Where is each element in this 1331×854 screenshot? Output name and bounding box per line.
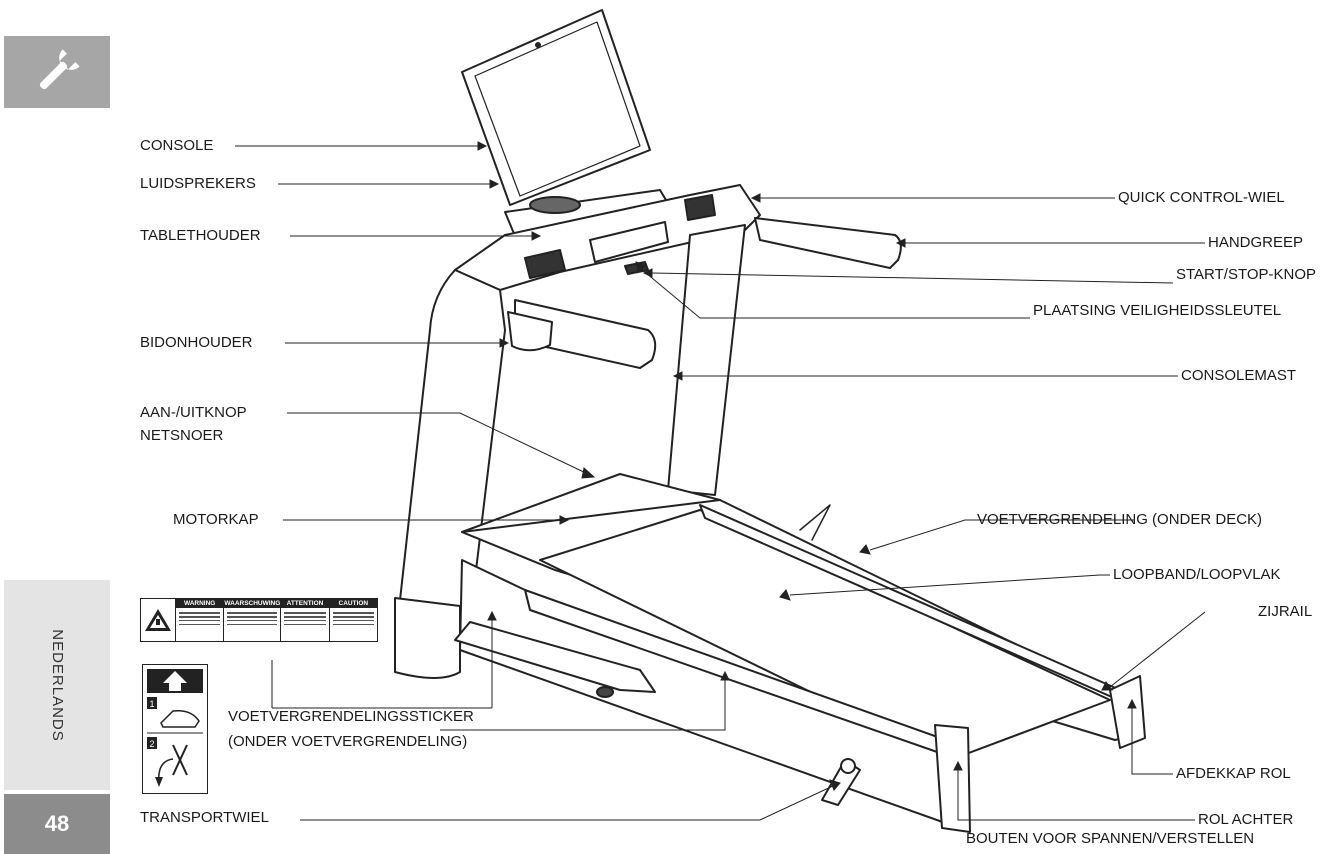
label-consolemast: CONSOLEMAST <box>1181 367 1297 384</box>
base <box>454 621 656 693</box>
language-tab: NEDERLANDS <box>4 580 110 790</box>
wrench-icon <box>39 49 80 90</box>
warning-header: WARNING <box>176 599 224 608</box>
console-screen <box>461 9 651 206</box>
warning-triangle-icon <box>145 609 171 631</box>
label-quick-control-wiel: QUICK CONTROL-WIEL <box>1118 189 1285 206</box>
warning-header: ATTENTION <box>281 599 329 608</box>
label-aan-uitknop: AAN-/UITKNOP <box>140 404 247 421</box>
label-voetvergrendeling-onder-deck: VOETVERGRENDELING (ONDER DECK) <box>977 511 1263 528</box>
warning-sticker: WARNING WAARSCHUWING ATTENTION CAUTION <box>140 598 378 642</box>
label-netsnoer: NETSNOER <box>140 427 224 444</box>
label-voetvergrendelingssticker: VOETVERGRENDELINGSSTICKER <box>228 708 474 725</box>
end-cap-right <box>1109 675 1146 749</box>
label-onder-voetvergrendeling: (ONDER VOETVERGRENDELING) <box>228 733 468 750</box>
svg-text:1: 1 <box>149 699 154 709</box>
label-motorkap: MOTORKAP <box>173 511 259 528</box>
page-number: 48 <box>44 811 70 836</box>
label-console: CONSOLE <box>140 137 214 154</box>
label-bouten-voor-spannen: BOUTEN VOOR SPANNEN/VERSTELLEN <box>966 830 1255 847</box>
handlebar-right <box>754 217 902 269</box>
label-luidsprekers: LUIDSPREKERS <box>140 175 256 192</box>
foot-icon <box>160 709 200 728</box>
svg-text:2: 2 <box>149 739 154 749</box>
label-plaatsing-veiligheidssleutel: PLAATSING VEILIGHEIDSSLEUTEL <box>1033 302 1282 319</box>
handlebar-left <box>514 299 657 369</box>
label-tablethouder: TABLETHOUDER <box>140 227 261 244</box>
console-frame <box>454 184 761 291</box>
label-afdekkap-rol: AFDEKKAP ROL <box>1176 765 1291 782</box>
bottle-holder <box>507 311 553 352</box>
warning-header: WAARSCHUWING <box>224 599 281 608</box>
foot-lock-sticker: 1 2 <box>142 664 208 794</box>
console-mast <box>667 224 746 496</box>
upright-left <box>399 269 506 621</box>
label-loopband-loopvlak: LOOPBAND/LOOPVLAK <box>1113 566 1281 583</box>
label-start-stop-knop: START/STOP-KNOP <box>1176 266 1317 283</box>
upright-left-foot <box>394 597 461 679</box>
label-rol-achter: ROL ACHTER <box>1198 811 1294 828</box>
end-cap-left <box>934 724 971 833</box>
label-handgreep: HANDGREEP <box>1208 234 1304 251</box>
label-bidonhouder: BIDONHOUDER <box>140 334 253 351</box>
warning-header: CAUTION <box>329 599 377 608</box>
transport-wheel <box>840 758 856 774</box>
arrow-up-icon <box>163 671 187 691</box>
page-number-tab: 48 <box>4 794 110 854</box>
tool-tab <box>4 36 110 108</box>
label-zijrail: ZIJRAIL <box>1258 603 1313 620</box>
label-transportwiel: TRANSPORTWIEL <box>140 809 269 826</box>
